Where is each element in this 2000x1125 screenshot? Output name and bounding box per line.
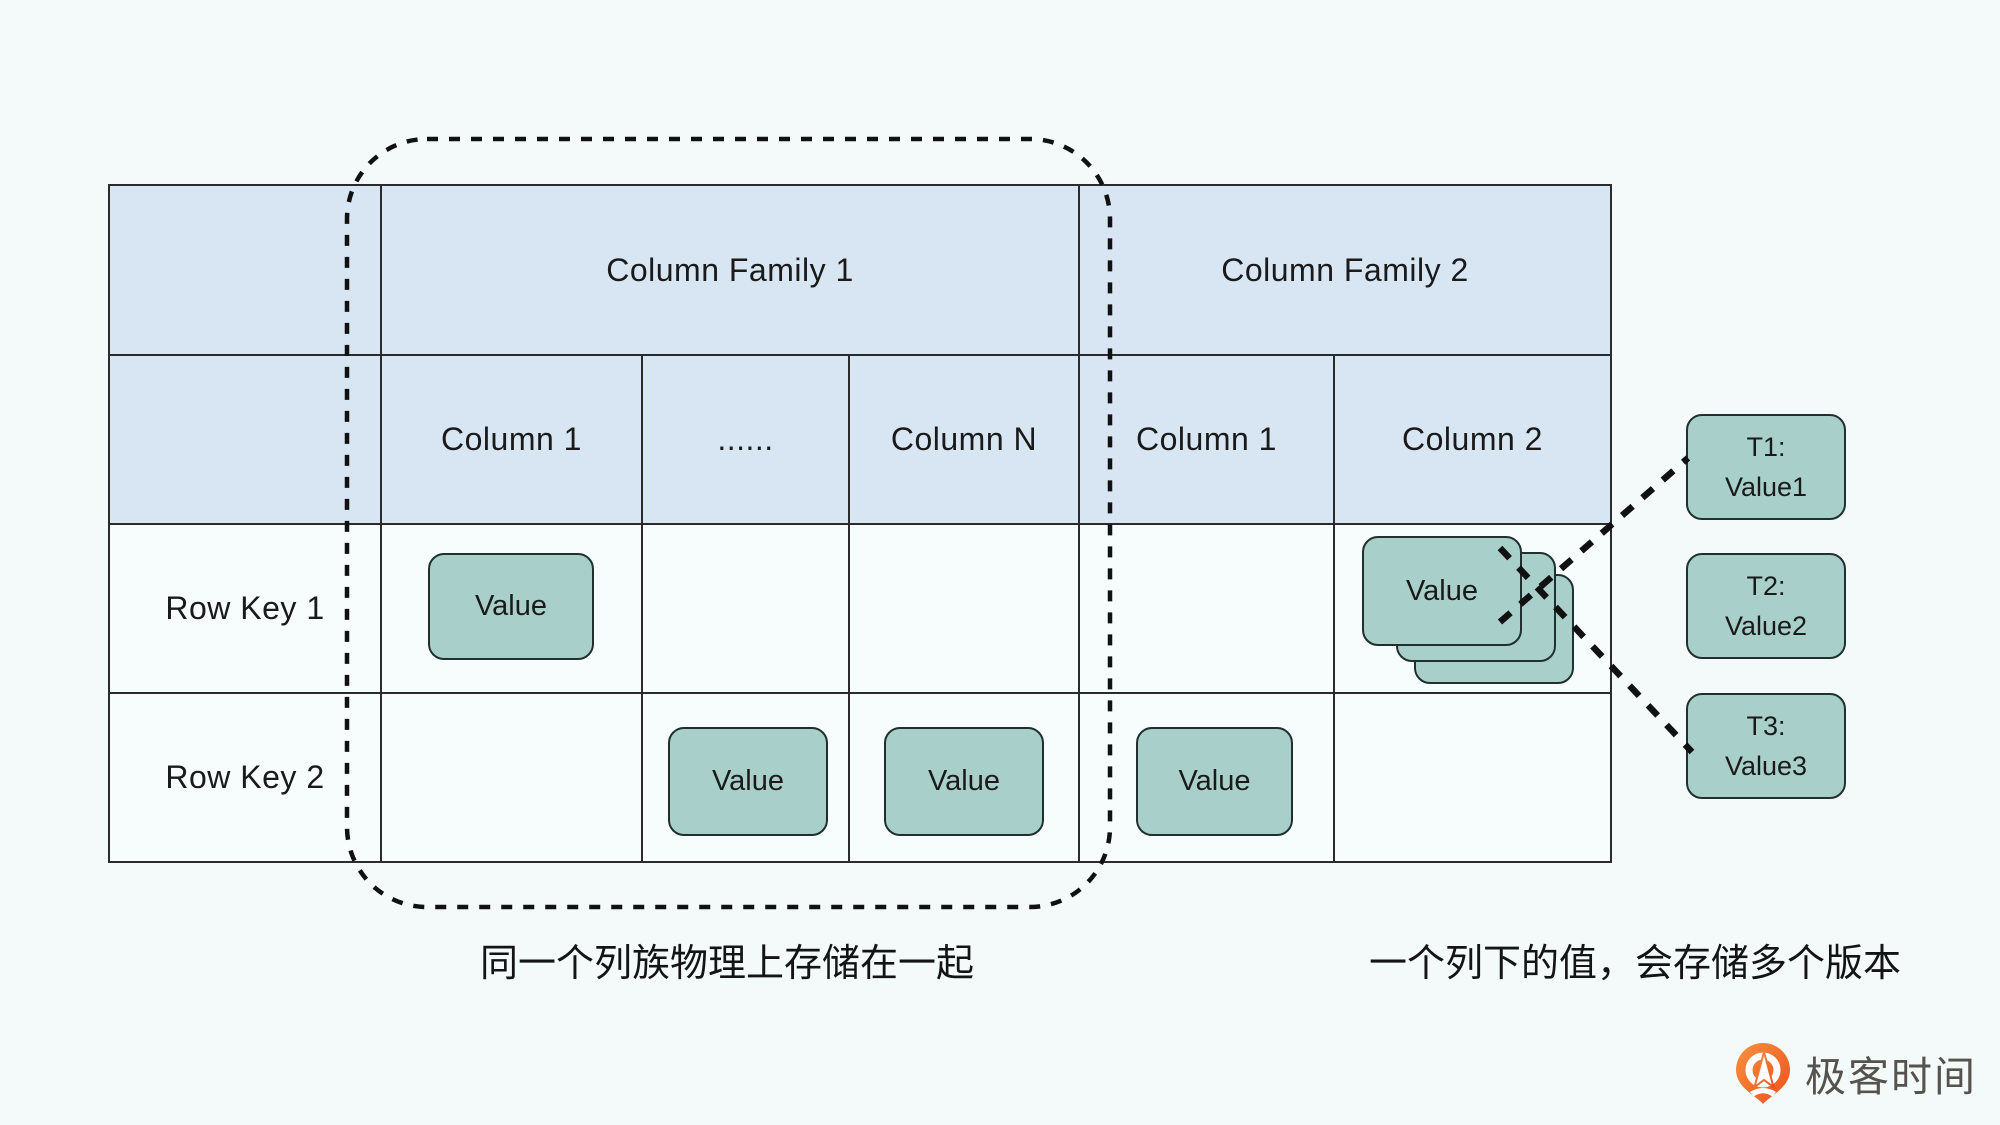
value-box-rk2-cf2-col1: Value <box>1136 727 1293 836</box>
cell-rk1-cf2-col1 <box>1080 525 1335 694</box>
header-cf1-ellipsis: ...... <box>643 356 850 525</box>
hbase-table: Column Family 1 Column Family 2 Column 1… <box>108 184 1612 863</box>
version-box-t3: T3: Value3 <box>1686 693 1846 799</box>
header-cf2-column-2: Column 2 <box>1335 356 1612 525</box>
header-column-family-2: Column Family 2 <box>1080 186 1612 356</box>
header-cf2-column-1: Column 1 <box>1080 356 1335 525</box>
version-box-t1: T1: Value1 <box>1686 414 1846 520</box>
header-column-family-1: Column Family 1 <box>382 186 1080 356</box>
version-t1-value: Value1 <box>1724 472 1808 502</box>
geektime-logo: 极客时间 <box>1731 1041 1977 1105</box>
version-t3-value: Value3 <box>1724 751 1808 781</box>
row-key-1-label: Row Key 1 <box>110 525 382 694</box>
row-key-2-label: Row Key 2 <box>110 694 382 863</box>
version-t3-time: T3: <box>1746 710 1786 741</box>
value-stack-card-front: Value <box>1362 536 1522 646</box>
version-box-t2: T2: Value2 <box>1686 553 1846 659</box>
geektime-logo-text: 极客时间 <box>1805 1054 1977 1100</box>
version-t1-time: T1: <box>1746 431 1786 462</box>
value-box-rk2-cf1-ellipsis: Value <box>668 727 828 836</box>
geektime-pin-icon <box>1736 1043 1790 1104</box>
version-t2-value: Value2 <box>1724 611 1808 641</box>
cell-subheader-blank <box>110 356 382 525</box>
cell-corner-blank <box>110 186 382 356</box>
cell-rk2-cf1-col1 <box>382 694 643 863</box>
caption-multi-version: 一个列下的值，会存储多个版本 <box>1368 943 1902 985</box>
caption-column-family-storage: 同一个列族物理上存储在一起 <box>479 943 975 985</box>
value-box-rk1-cf1-col1: Value <box>428 553 594 660</box>
cell-rk1-cf1-ellipsis <box>643 525 850 694</box>
version-t2-time: T2: <box>1746 570 1786 601</box>
value-box-rk2-cf1-coln: Value <box>884 727 1044 836</box>
header-cf1-column-1: Column 1 <box>382 356 643 525</box>
header-cf1-column-n: Column N <box>850 356 1080 525</box>
cell-rk2-cf2-col2 <box>1335 694 1612 863</box>
cell-rk1-cf1-coln <box>850 525 1080 694</box>
